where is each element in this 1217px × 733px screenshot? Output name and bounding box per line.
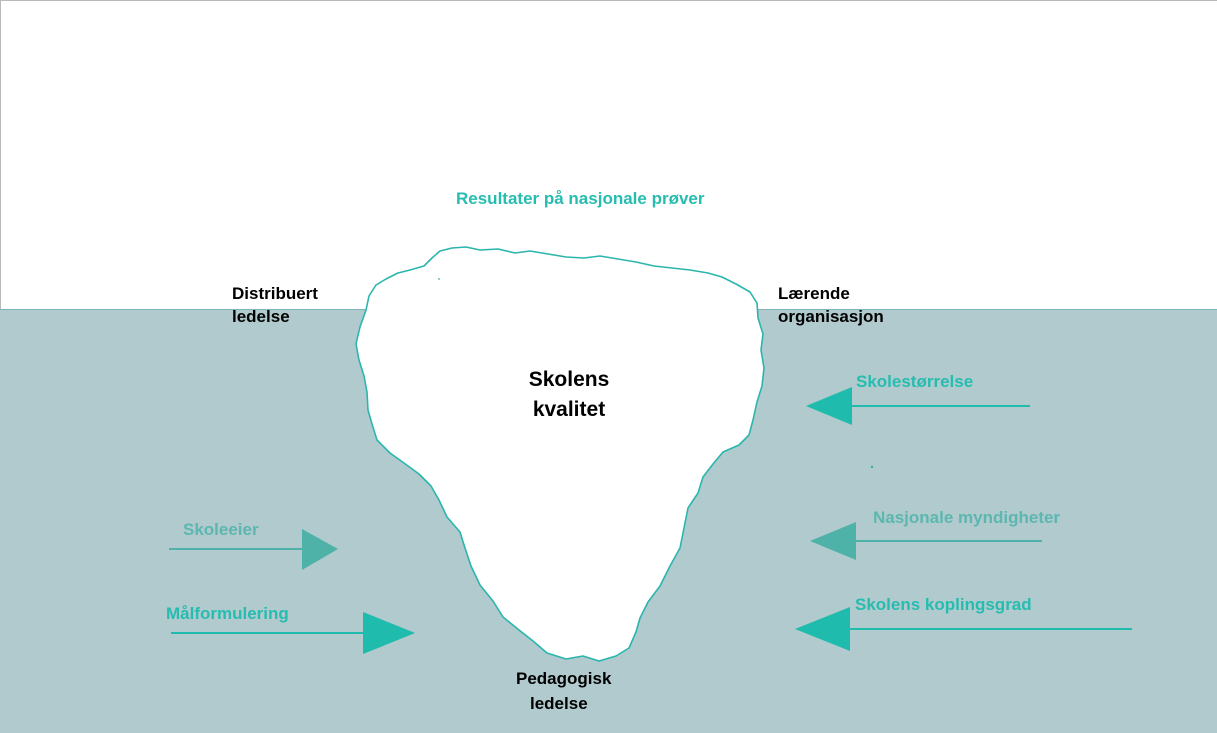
arrow-skoleeier <box>169 529 338 570</box>
left-factor-label: Skoleeier <box>183 520 259 539</box>
top-label: Resultater på nasjonale prøver <box>456 189 705 208</box>
center-label-line2: kvalitet <box>532 398 606 421</box>
arrow-malformulering <box>171 612 415 654</box>
right-top-label-line1: Lærende <box>778 284 850 303</box>
right-top-label-line2: organisasjon <box>778 307 884 326</box>
left-top-label-line2: ledelse <box>232 307 290 326</box>
left-top-label-line1: Distribuert <box>232 284 318 303</box>
right-factor-label: Skolestørrelse <box>856 372 974 391</box>
iceberg-shape <box>355 246 765 662</box>
arrow-koplingsgrad <box>795 607 1132 651</box>
bottom-label-line2: ledelse <box>530 694 588 713</box>
bottom-label-line1: Pedagogisk <box>516 669 612 688</box>
speck-dot <box>870 465 874 469</box>
frame-top-border <box>0 0 1217 1</box>
left-factor-label: Målformulering <box>166 604 289 623</box>
right-factor-label: Nasjonale myndigheter <box>873 508 1061 527</box>
arrow-nasjonale-myndigheter <box>810 522 1042 560</box>
speck-dot <box>438 278 440 280</box>
right-factor-label: Skolens koplingsgrad <box>855 595 1032 614</box>
arrow-skolestorrelse <box>806 387 1030 425</box>
center-label-line1: Skolens <box>528 368 610 391</box>
